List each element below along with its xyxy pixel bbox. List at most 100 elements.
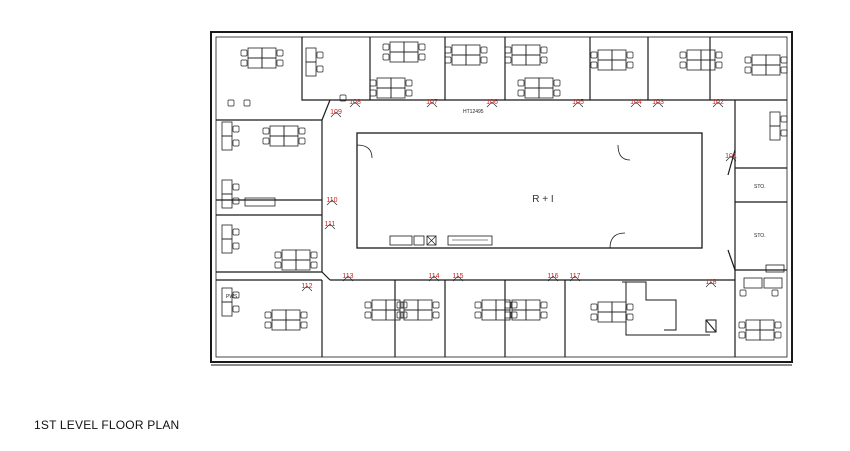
room-number-113: 113	[342, 273, 353, 280]
chair	[264, 321, 272, 329]
chair	[405, 89, 413, 97]
door-swing-107	[426, 101, 438, 108]
desk	[221, 121, 233, 137]
chair	[590, 61, 598, 69]
chair	[364, 301, 372, 309]
chair	[444, 46, 452, 54]
desk	[451, 54, 467, 66]
desk	[305, 61, 317, 77]
door-swing-106	[486, 101, 498, 108]
chair	[227, 99, 235, 107]
chair	[382, 53, 390, 61]
desk	[597, 59, 613, 71]
chair	[774, 321, 782, 329]
chair	[432, 301, 440, 309]
desk	[769, 125, 781, 141]
desk	[511, 299, 527, 311]
ht-label: HT12495	[463, 109, 484, 115]
desk	[465, 54, 481, 66]
room-number-106: 106	[486, 99, 498, 106]
desk	[481, 309, 497, 321]
desk	[765, 64, 781, 76]
desk	[611, 301, 627, 313]
stair-shaft	[622, 281, 717, 336]
interior-walls	[216, 37, 787, 357]
door-swing-105	[572, 101, 584, 108]
chair	[264, 311, 272, 319]
desk	[743, 277, 763, 289]
desk	[295, 259, 311, 271]
desk	[417, 299, 433, 311]
desk	[261, 47, 277, 59]
desk	[221, 301, 233, 317]
chair	[774, 331, 782, 339]
chair	[474, 311, 482, 319]
desk	[511, 309, 527, 321]
chair	[480, 56, 488, 64]
chair	[339, 94, 347, 102]
desk	[611, 311, 627, 323]
chair	[262, 127, 270, 135]
desk	[221, 193, 233, 209]
chair	[626, 303, 634, 311]
room-number-102: 102	[712, 99, 724, 106]
chair	[418, 43, 426, 51]
desk	[525, 54, 541, 66]
door-swing-111	[324, 223, 336, 230]
room-number-115: 115	[452, 273, 463, 280]
desk	[611, 59, 627, 71]
desk	[269, 125, 285, 137]
door-swing-113	[342, 275, 354, 282]
desk	[390, 77, 406, 89]
room-number-108: 108	[349, 99, 361, 106]
room-number-101: 101	[725, 153, 737, 160]
chair	[243, 99, 251, 107]
desk	[524, 77, 540, 89]
chair	[276, 49, 284, 57]
chair	[316, 65, 324, 73]
desk	[525, 44, 541, 56]
chair	[626, 313, 634, 321]
chair	[517, 89, 525, 97]
room-number-116: 116	[547, 273, 558, 280]
desk	[244, 197, 276, 207]
room-number-112: 112	[301, 283, 312, 290]
desk	[763, 277, 783, 289]
desk	[371, 309, 387, 321]
desk	[481, 299, 497, 311]
chair	[274, 261, 282, 269]
desk	[221, 238, 233, 254]
desk	[597, 311, 613, 323]
desk	[295, 249, 311, 261]
desk	[417, 309, 433, 321]
desk	[525, 299, 541, 311]
door-swing-112	[301, 285, 313, 292]
desk	[371, 299, 387, 311]
plan-title: 1ST LEVEL FLOOR PLAN	[34, 418, 180, 432]
desk	[385, 299, 401, 311]
desk	[305, 47, 317, 63]
center-room-label: R + I	[532, 194, 553, 205]
room-number-105: 105	[572, 99, 584, 106]
door-swing-109	[330, 111, 342, 118]
door-swing-115	[452, 275, 464, 282]
chair	[232, 183, 240, 191]
chair	[432, 311, 440, 319]
chair	[232, 125, 240, 133]
desk	[376, 87, 392, 99]
desk	[285, 309, 301, 321]
chair	[590, 51, 598, 59]
chair	[232, 228, 240, 236]
door-swing-117	[569, 275, 581, 282]
door-markers	[301, 101, 737, 292]
room-number-111: 111	[325, 221, 336, 228]
central-room	[356, 132, 703, 249]
storage-label-2: STO.	[754, 233, 766, 239]
chair	[298, 137, 306, 145]
chair	[240, 49, 248, 57]
chair	[780, 115, 788, 123]
chair	[276, 59, 284, 67]
desk	[261, 57, 277, 69]
chair	[626, 51, 634, 59]
